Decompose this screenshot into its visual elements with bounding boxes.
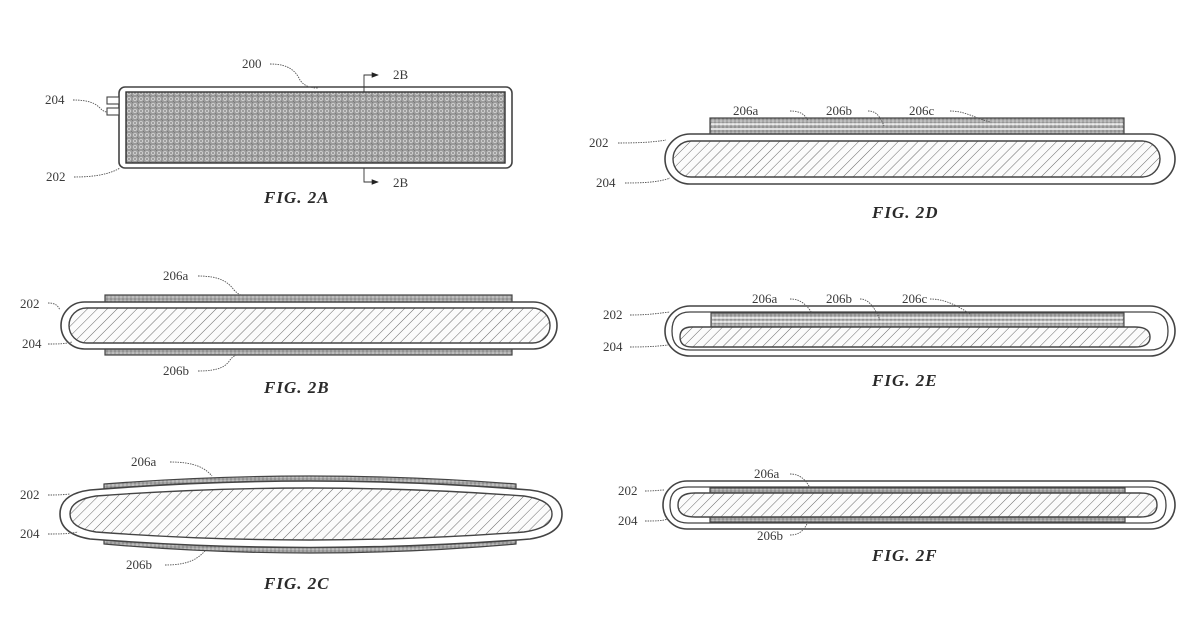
- label-202: 202: [20, 487, 40, 502]
- figure-caption-2d: FIG. 2D: [871, 203, 939, 222]
- figure-caption-2c: FIG. 2C: [263, 574, 330, 593]
- label-200: 200: [242, 56, 262, 71]
- layer-stack-206: [709, 117, 1125, 136]
- tab-terminal-top: [106, 96, 120, 105]
- label-202: 202: [618, 483, 638, 498]
- leader-202: [47, 493, 71, 496]
- label-206a: 206a: [754, 466, 780, 481]
- leader-206a: [197, 275, 243, 296]
- tab-terminal-bottom: [106, 107, 120, 116]
- leader-202: [73, 167, 121, 178]
- cell-body: [125, 91, 506, 164]
- leader-200: [269, 63, 319, 89]
- inner-casing-fold-left: [669, 486, 1125, 524]
- leader-202: [617, 139, 667, 144]
- figure-2f: 206a 206b 202 204 FIG. 2F: [618, 466, 1176, 565]
- label-202: 202: [589, 135, 609, 150]
- figure-caption-2b: FIG. 2B: [263, 378, 330, 397]
- leader-204: [47, 341, 73, 345]
- leader-206c: [949, 110, 991, 123]
- label-section-2b-top: 2B: [393, 67, 409, 82]
- label-202: 202: [20, 296, 40, 311]
- leader-206b: [164, 550, 206, 566]
- label-204: 204: [596, 175, 616, 190]
- label-204: 204: [45, 92, 65, 107]
- leader-204: [47, 531, 79, 535]
- leader-204: [624, 177, 671, 184]
- label-204: 204: [618, 513, 638, 528]
- leader-206b: [867, 110, 885, 127]
- layer-206b: [709, 516, 1126, 523]
- label-204: 204: [603, 339, 623, 354]
- core-204: [68, 307, 551, 344]
- inner-casing-fold-right: [1125, 486, 1167, 524]
- leader-206a: [789, 473, 811, 489]
- label-206b: 206b: [826, 291, 852, 306]
- label-206a: 206a: [752, 291, 778, 306]
- section-arrow-top: [363, 72, 379, 92]
- label-206a: 206a: [733, 103, 759, 118]
- label-206a: 206a: [163, 268, 189, 283]
- leader-206c: [929, 298, 971, 315]
- figure-caption-2a: FIG. 2A: [263, 188, 330, 207]
- figure-caption-2e: FIG. 2E: [871, 371, 938, 390]
- layer-206a: [709, 487, 1126, 494]
- figure-2e: 206a 206b 206c 202 204 FIG. 2E: [603, 291, 1176, 390]
- figure-caption-2f: FIG. 2F: [871, 546, 938, 565]
- figure-2a: 200 204 202 2B 2B FIG. 2A: [45, 56, 513, 207]
- leader-202: [47, 302, 61, 311]
- section-arrow-bottom: [363, 168, 379, 185]
- layer-stack-206: [710, 312, 1125, 328]
- label-204: 204: [20, 526, 40, 541]
- label-206b: 206b: [126, 557, 152, 572]
- leader-204: [629, 344, 669, 348]
- label-section-2b-bottom: 2B: [393, 175, 409, 190]
- figure-2d: 206a 206b 206c 202 204 FIG. 2D: [589, 103, 1176, 222]
- core-204: [677, 492, 1158, 518]
- figure-2c: 206a 206b 202 204 FIG. 2C: [20, 454, 563, 593]
- core-204: [672, 140, 1161, 178]
- label-206b: 206b: [757, 528, 783, 543]
- leader-206a: [789, 298, 813, 314]
- label-204: 204: [22, 336, 42, 351]
- label-206b: 206b: [163, 363, 189, 378]
- leader-202: [644, 489, 665, 492]
- label-206a: 206a: [131, 454, 157, 469]
- figure-2b: 206a 206b 202 204 FIG. 2B: [20, 268, 558, 397]
- leader-204: [72, 99, 108, 113]
- label-206c: 206c: [909, 103, 935, 118]
- leader-204: [644, 518, 669, 522]
- label-202: 202: [603, 307, 623, 322]
- label-206b: 206b: [826, 103, 852, 118]
- label-202: 202: [46, 169, 66, 184]
- core-204: [69, 487, 553, 541]
- leader-206a: [169, 461, 213, 477]
- leader-202: [629, 311, 671, 316]
- leader-206b: [197, 354, 239, 372]
- label-206c: 206c: [902, 291, 928, 306]
- core-204: [679, 326, 1151, 348]
